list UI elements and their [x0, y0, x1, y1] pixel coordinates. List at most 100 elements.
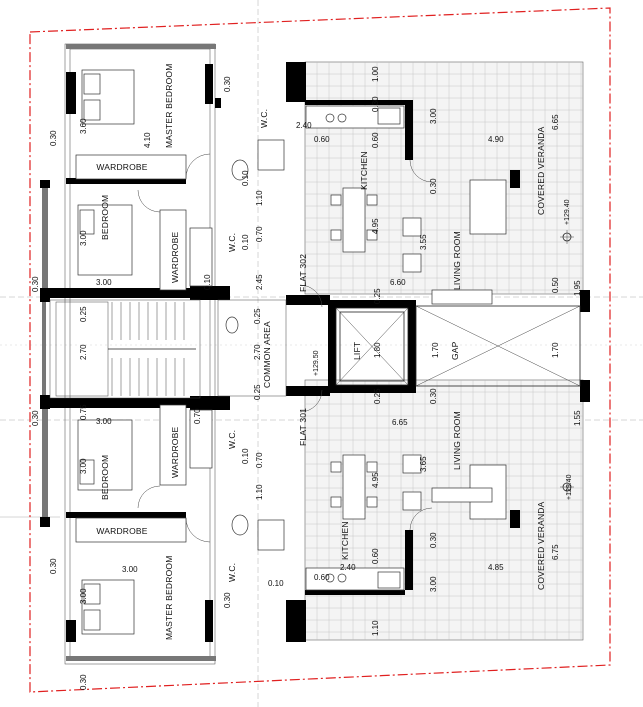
room-wc-3: W.C. [227, 430, 237, 449]
dim-100: 1.00 [371, 66, 380, 82]
label-lift: LIFT [352, 342, 362, 360]
dim-170-a: 1.70 [431, 342, 440, 358]
room-veranda-top: COVERED VERANDA [536, 126, 546, 215]
dim-300-k-bot: 3.00 [429, 576, 438, 592]
dim-025-a: 0.25 [79, 306, 88, 322]
dim-245: 2.45 [255, 274, 264, 290]
dim-030-b: 0.30 [223, 76, 232, 92]
dim-025-d: 0.25 [373, 288, 382, 304]
room-living-top: LIVING ROOM [452, 231, 462, 290]
lift-shaft [335, 307, 409, 386]
site-boundary [29, 7, 611, 693]
dim-180: 1.80 [373, 342, 382, 358]
dim-360: 3.60 [79, 118, 88, 134]
dim-355: 3.55 [419, 234, 428, 250]
room-bedroom-top: BEDROOM [100, 195, 110, 240]
door-swings [137, 153, 433, 543]
dim-010-a: 0.10 [241, 170, 250, 186]
dim-060-bot2: 0.60 [371, 548, 380, 564]
dim-010-c: 0.10 [203, 274, 212, 290]
dim-030-a: 0.30 [49, 130, 58, 146]
room-master-bedroom-bottom: MASTER BEDROOM [164, 555, 174, 640]
room-wardrobe-bottom: WARDROBE [96, 526, 147, 536]
label-common-area: COMMON AREA [262, 321, 272, 388]
dim-665: 6.65 [551, 114, 560, 130]
level-common: +129.50 [313, 350, 320, 376]
dim-495-bot: 4.95 [371, 472, 380, 488]
level-markers: +129.40 +129.40 +129.50 [313, 199, 573, 500]
dim-270-b: 2.70 [253, 344, 262, 360]
dim-025-c: 0.25 [253, 384, 262, 400]
dim-300-bed-bot: 3.00 [79, 458, 88, 474]
dim-025-b: 0.25 [253, 308, 262, 324]
dim-030-k: 0.30 [429, 532, 438, 548]
gap-void [415, 305, 581, 387]
room-wardrobe-side-top: WARDROBE [170, 232, 180, 283]
dim-675: 6.75 [551, 544, 560, 560]
dim-240-top: 2.40 [296, 121, 312, 130]
dim-300-bed-w-bot: 3.00 [96, 417, 112, 426]
dim-155: 1.55 [573, 410, 582, 426]
dim-300-mb-bot: 3.00 [79, 588, 88, 604]
dim-240-bot: 2.40 [340, 563, 356, 572]
dim-060-top2: 0.60 [371, 132, 380, 148]
dim-030-g: 0.30 [223, 592, 232, 608]
level-veranda-bottom: +129.40 [566, 474, 573, 500]
dim-490: 4.90 [488, 135, 504, 144]
dim-300-k-top: 3.00 [429, 108, 438, 124]
dim-030-d: 0.30 [31, 410, 40, 426]
dim-660: 6.60 [390, 278, 406, 287]
dim-060-bot: 0.60 [314, 573, 330, 582]
dim-060-top: 0.60 [314, 135, 330, 144]
dim-030-c: 0.30 [31, 276, 40, 292]
dim-025-e: 0.25 [373, 388, 382, 404]
dim-485: 4.85 [488, 563, 504, 572]
dimensions: 4.10 3.60 0.30 0.30 3.00 3.00 0.30 0.30 … [31, 66, 582, 690]
dim-410: 4.10 [143, 132, 152, 148]
dim-030-f: 0.30 [79, 674, 88, 690]
dim-030-e: 0.30 [49, 558, 58, 574]
dim-110-c: 1.10 [371, 620, 380, 636]
staircase [55, 301, 196, 397]
dim-075: 0.75 [79, 404, 88, 420]
dim-070-a: 0.70 [255, 226, 264, 242]
dim-110-b: 1.10 [255, 484, 264, 500]
level-veranda-top: +129.40 [564, 199, 571, 225]
dim-665-liv: 6.65 [392, 418, 408, 427]
dim-030-i: 0.30 [429, 178, 438, 194]
room-kitchen-bottom: KITCHEN [340, 521, 350, 560]
label-flat-302: FLAT 302 [298, 254, 308, 292]
dim-300-mb-w-bot: 3.00 [122, 565, 138, 574]
dim-195: 1.95 [573, 280, 582, 296]
room-wc-4: W.C. [227, 563, 237, 582]
room-living-bottom: LIVING ROOM [452, 411, 462, 470]
dim-030-j: 0.30 [429, 388, 438, 404]
room-wardrobe-top: WARDROBE [96, 162, 147, 172]
room-bedroom-bottom: BEDROOM [100, 455, 110, 500]
room-veranda-bottom: COVERED VERANDA [536, 501, 546, 590]
dim-170-b: 1.70 [551, 342, 560, 358]
dim-010-d: 0.10 [241, 448, 250, 464]
room-wc-1: W.C. [259, 109, 269, 128]
dim-270-a: 2.70 [79, 344, 88, 360]
label-gap: GAP [450, 341, 460, 360]
dim-070-b: 0.70 [193, 408, 202, 424]
walls [40, 43, 590, 665]
label-flat-301: FLAT 301 [298, 408, 308, 446]
dim-030-h: 0.30 [371, 96, 380, 112]
room-wardrobe-side-bottom: WARDROBE [170, 427, 180, 478]
dim-050: 0.50 [551, 277, 560, 293]
dim-010-b: 0.10 [241, 234, 250, 250]
dim-070-c: 0.70 [255, 452, 264, 468]
room-wc-2: W.C. [227, 233, 237, 252]
dim-300-bed-top: 3.00 [79, 230, 88, 246]
dim-010-e: 0.10 [268, 579, 284, 588]
dim-110-a: 1.10 [255, 190, 264, 206]
room-labels: MASTER BEDROOM MASTER BEDROOM WARDROBE W… [96, 63, 546, 640]
room-master-bedroom-top: MASTER BEDROOM [164, 63, 174, 148]
dim-365: 3.65 [419, 456, 428, 472]
dim-300-bed-w-top: 3.00 [96, 278, 112, 287]
dim-495-top: 4.95 [371, 218, 380, 234]
room-kitchen-top: KITCHEN [359, 151, 369, 190]
